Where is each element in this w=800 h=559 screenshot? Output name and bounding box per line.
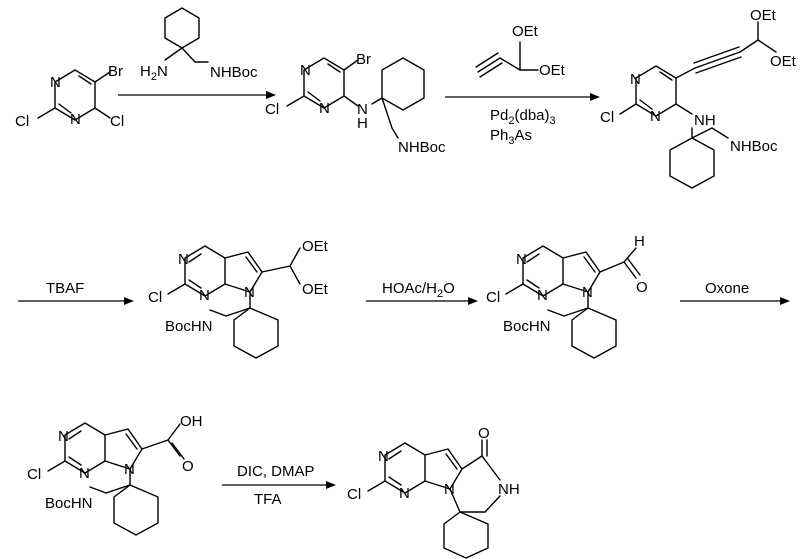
condition-ligand: Ph3As xyxy=(490,127,532,147)
arrow-step-6: DIC, DMAP TFA xyxy=(222,463,336,508)
atom-n: N xyxy=(399,485,410,502)
atom-n: N xyxy=(50,74,61,91)
label-oet: OEt xyxy=(302,281,329,298)
atom-o: O xyxy=(478,425,490,442)
reagent-diethoxypropyne: OEt OEt xyxy=(475,23,566,79)
atom-n: N xyxy=(58,428,69,445)
label-oh: OH xyxy=(180,413,203,430)
label-nhboc: NHBoc xyxy=(730,138,778,155)
atom-n: N xyxy=(244,284,255,301)
compound-pyrrolopyrimidine-acetal: N N N Cl OEt OEt BocHN xyxy=(148,238,329,359)
atom-cl: Cl xyxy=(27,466,41,483)
atom-cl: Cl xyxy=(15,113,29,130)
atom-n: N xyxy=(357,101,368,118)
arrow-step-4: HOAc/H2O xyxy=(366,280,478,305)
label-nhboc: NHBoc xyxy=(210,64,258,81)
atom-n: N xyxy=(199,287,210,304)
compound-pyrrolopyrimidine-acid: N N N Cl OH O BocHN xyxy=(27,413,203,536)
atom-n: N xyxy=(444,481,455,498)
label-nh: NH xyxy=(694,112,716,129)
condition-hoac-water: HOAc/H2O xyxy=(382,280,455,300)
label-oet: OEt xyxy=(750,7,777,24)
arrow-step-1 xyxy=(118,91,276,99)
atom-cl: Cl xyxy=(265,101,279,118)
condition-tfa: TFA xyxy=(254,491,282,508)
label-oet: OEt xyxy=(512,23,539,40)
label-oet: OEt xyxy=(770,53,797,70)
atom-cl: Cl xyxy=(110,113,124,130)
atom-cl: Cl xyxy=(486,289,500,306)
label-h2n: H2N xyxy=(140,63,168,83)
atom-n: N xyxy=(178,251,189,268)
compound-spiro-lactam-product: N N N Cl O NH xyxy=(347,425,520,559)
atom-n: N xyxy=(537,287,548,304)
label-nhboc: NHBoc xyxy=(398,139,446,156)
atom-br: Br xyxy=(356,51,371,68)
atom-n: N xyxy=(582,284,593,301)
arrow-step-5: Oxone xyxy=(680,280,790,305)
label-oet: OEt xyxy=(539,62,566,79)
label-oet: OEt xyxy=(302,238,329,255)
condition-dic-dmap: DIC, DMAP xyxy=(237,463,315,480)
atom-n: N xyxy=(79,465,90,482)
atom-h: H xyxy=(357,115,368,132)
condition-pd-catalyst: Pd2(dba)3 xyxy=(490,107,556,127)
atom-cl: Cl xyxy=(600,109,614,126)
atom-o: O xyxy=(636,279,648,296)
atom-h: H xyxy=(634,233,645,250)
compound-alkynylpyrimidine: OEt OEt N N Cl NH NHBoc xyxy=(600,7,797,189)
atom-cl: Cl xyxy=(148,289,162,306)
label-bochn: BocHN xyxy=(45,495,93,512)
compound-dichloropyrimidine: N N Br Cl Cl xyxy=(15,63,124,130)
atom-cl: Cl xyxy=(347,486,361,503)
reagent-aminocyclohexane: H2N NHBoc xyxy=(140,7,258,83)
atom-n: N xyxy=(630,71,641,88)
label-nh: NH xyxy=(498,481,520,498)
condition-oxone: Oxone xyxy=(705,280,749,297)
atom-n: N xyxy=(319,100,330,117)
atom-n: N xyxy=(650,108,661,125)
atom-o: O xyxy=(182,458,194,475)
compound-pyrrolopyrimidine-aldehyde: N N N Cl H O BocHN xyxy=(486,233,648,359)
label-bochn: BocHN xyxy=(165,318,213,335)
label-bochn: BocHN xyxy=(503,318,551,335)
atom-br: Br xyxy=(108,63,123,80)
compound-aminopyrimidine: N N Br Cl N H NHBoc xyxy=(265,51,446,156)
atom-n: N xyxy=(70,111,81,128)
atom-n: N xyxy=(516,251,527,268)
condition-tbaf: TBAF xyxy=(46,280,84,297)
atom-n: N xyxy=(300,62,311,79)
arrow-step-3: TBAF xyxy=(18,280,134,305)
atom-n: N xyxy=(124,461,135,478)
atom-n: N xyxy=(378,448,389,465)
arrow-step-2: Pd2(dba)3 Ph3As xyxy=(445,93,600,147)
